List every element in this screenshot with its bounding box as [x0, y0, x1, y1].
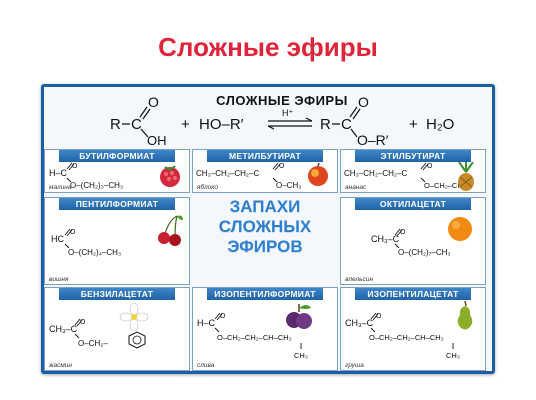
apple-icon [308, 162, 328, 186]
svg-text:O: O [220, 313, 226, 320]
smell-label: жасмин [49, 362, 72, 369]
alkoxy-group: O–CH₂– [78, 339, 108, 348]
pineapple-icon [458, 162, 474, 191]
alkoxy-group: O–(CH₂)₃–CH₃ [70, 181, 123, 190]
svg-text:O: O [400, 229, 406, 236]
product-o: O [358, 94, 369, 110]
structural-formula: H–C O O–CH₂–CH₂–CH–CH₃ CH₃ [197, 312, 308, 360]
poster-panel: СЛОЖНЫЕ ЭФИРЫ R C O OH + HO–R′ H⁺ R C [44, 87, 492, 371]
water: H₂O [426, 116, 454, 133]
pear-icon [457, 300, 473, 330]
branch-group: CH₃ [446, 351, 460, 360]
bond-prod-double-2 [352, 108, 361, 120]
center-line-1: ЗАПАХИ [229, 197, 301, 216]
reactant-oh: OH [147, 133, 167, 148]
svg-text:O: O [70, 229, 76, 236]
bond-prod-double-1 [349, 106, 358, 118]
ester-name: ИЗОПЕНТИЛАЦЕТАТ [355, 288, 471, 300]
reactant-c: C [131, 116, 142, 133]
ester-card-methyl-butyrate: МЕТИЛБУТИРАТ CH₃–CH₂–CH₂–C O O–CH₃ яблок… [192, 149, 338, 193]
acyl-group: CH₃–CH₂–CH₂–C [344, 169, 407, 178]
ester-card-isopentyl-formate: ИЗОПЕНТИЛФОРМИАТ H–C O O–CH₂–CH₂–CH–CH₃ … [192, 287, 338, 371]
ester-card-octyl-acetate: ОКТИЛАЦЕТАТ CH₃–C O O–(CH₂)₇–CH₃ апельси… [340, 197, 486, 285]
acyl-group: H–C [197, 318, 216, 328]
alkoxy-group: O–CH₃ [276, 181, 301, 190]
cherry-icon [158, 215, 183, 246]
ester-card-pentyl-formate: ПЕНТИЛФОРМИАТ HC O O–(CH₂)₄–CH₃ вишня [44, 197, 190, 285]
ester-name: БУТИЛФОРМИАТ [59, 150, 175, 162]
forward-arrowhead [305, 117, 313, 122]
center-line-3: ЭФИРОВ [227, 237, 303, 256]
structural-formula: CH₃–C O O–CH₂– [49, 318, 146, 349]
ester-name: ОКТИЛАЦЕТАТ [355, 198, 471, 210]
bond-prod-o [350, 128, 358, 138]
jasmine-icon [119, 302, 149, 332]
smell-label: малина [49, 184, 72, 191]
smell-label: яблоко [197, 184, 218, 191]
svg-text:O: O [427, 163, 433, 170]
ester-card-benzyl-acetate: БЕНЗИЛАЦЕТАТ CH₃–C O O–CH₂– жасмин [44, 287, 190, 371]
orange-icon [448, 217, 472, 241]
smell-label: груша [345, 362, 364, 369]
alkoxy-group: O–CH₂–CH₂–CH–CH₃ [369, 333, 444, 342]
page-title: Сложные эфиры [158, 32, 378, 62]
structural-formula: CH₃–CH₂–CH₂–C O O–CH₂–CH₃ [344, 162, 466, 190]
smell-label: апельсин [345, 276, 374, 283]
ester-card-isopentyl-acetate: ИЗОПЕНТИЛАЦЕТАТ CH₃–C O O–CH₂–CH₂–CH–CH₃… [340, 287, 486, 371]
structural-formula: H–C O O–(CH₂)₃–CH₃ [49, 162, 123, 190]
acyl-group: CH₃–C [49, 324, 78, 334]
acyl-group: CH₃–C [345, 318, 374, 328]
alkoxy-group: O–(CH₂)₇–CH₃ [398, 248, 451, 257]
alkoxy-group: O–CH₂–CH₃ [424, 181, 466, 190]
svg-text:O: O [80, 319, 86, 326]
reactant-o: O [148, 94, 159, 110]
ester-name: ПЕНТИЛФОРМИАТ [59, 198, 175, 210]
reverse-arrowhead [267, 125, 275, 130]
center-line-2: СЛОЖНЫХ [218, 217, 312, 236]
reactant-r: R [110, 116, 121, 133]
acyl-group: CH₃–C [371, 234, 400, 244]
product-r: R [320, 116, 331, 133]
smell-label: ананас [345, 184, 367, 191]
poster-title: СЛОЖНЫЕ ЭФИРЫ [216, 93, 348, 108]
svg-text:O: O [72, 163, 78, 170]
structural-formula: CH₃–C O O–(CH₂)₇–CH₃ [371, 228, 451, 257]
product-c: C [341, 116, 352, 133]
structural-formula: CH₃–C O O–CH₂–CH₂–CH–CH₃ CH₃ [345, 312, 460, 360]
bond-c-o-double-1 [139, 106, 148, 118]
svg-text:O: O [279, 163, 285, 170]
bond-c-o-double-2 [142, 108, 151, 120]
raspberry-icon [160, 165, 180, 187]
esterification-reaction: R C O OH + HO–R′ H⁺ R C O O–R′ + [110, 94, 454, 148]
acyl-group: CH₃–CH₂–CH₂–C [196, 169, 259, 178]
ester-name: ЭТИЛБУТИРАТ [355, 150, 471, 162]
acyl-group: H–C [49, 168, 68, 178]
alkoxy-group: O–CH₂–CH₂–CH–CH₃ [217, 333, 292, 342]
smell-label: слива [197, 362, 215, 369]
ester-card-butyl-formate: БУТИЛФОРМИАТ H–C O O–(CH₂)₃–CH₃ малина [44, 149, 190, 193]
alkoxy-group: O–(CH₂)₄–CH₃ [68, 248, 121, 257]
ester-name: БЕНЗИЛАЦЕТАТ [59, 288, 175, 300]
plum-icon [286, 304, 312, 329]
ester-poster: СЛОЖНЫЕ ЭФИРЫ R C O OH + HO–R′ H⁺ R C [41, 84, 495, 374]
product-o-r: O–R′ [357, 132, 389, 148]
ester-name: МЕТИЛБУТИРАТ [207, 150, 323, 162]
structural-formula: HC O O–(CH₂)₄–CH₃ [51, 228, 121, 257]
structural-formula: CH₃–CH₂–CH₂–C O O–CH₃ [196, 162, 301, 190]
plus-sign: + [181, 116, 190, 133]
smell-label: вишня [49, 276, 69, 283]
acyl-group: HC [51, 234, 64, 244]
alcohol: HO–R′ [199, 116, 244, 133]
ester-card-ethyl-butyrate: ЭТИЛБУТИРАТ CH₃–CH₂–CH₂–C O O–CH₂–CH₃ ан… [340, 149, 486, 193]
catalyst-label: H⁺ [282, 108, 293, 118]
bond-c-oh [140, 128, 149, 138]
benzene-ring [128, 331, 146, 349]
branch-group: CH₃ [294, 351, 308, 360]
ester-name: ИЗОПЕНТИЛФОРМИАТ [207, 288, 323, 300]
svg-text:O: O [376, 313, 382, 320]
smells-of-esters-heading: ЗАПАХИ СЛОЖНЫХ ЭФИРОВ [192, 197, 338, 285]
plus-sign-2: + [409, 116, 418, 133]
